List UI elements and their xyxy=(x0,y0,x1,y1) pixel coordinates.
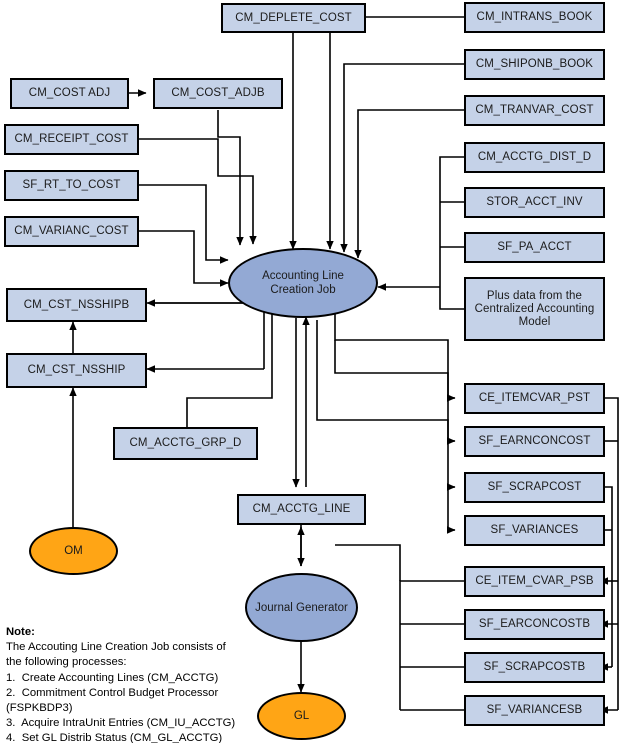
edge-job-out-bus-a xyxy=(334,313,449,398)
node-cm-cost-adj[interactable]: CM_COST ADJ xyxy=(10,78,129,109)
note-line-6: 4. Set GL Distrib Status (CM_GL_ACCTG) xyxy=(6,732,223,743)
note-block: Note: The Accouting Line Creation Job co… xyxy=(6,625,276,743)
node-label: OM xyxy=(64,545,83,557)
node-cm-tranvar-cost[interactable]: CM_TRANVAR_COST xyxy=(464,95,605,126)
node-label: GL xyxy=(293,710,310,722)
node-ce-itemcvar-pst[interactable]: CE_ITEMCVAR_PST xyxy=(464,383,605,414)
edge-job-out-bus-c xyxy=(316,320,449,487)
node-cm-acctg-grp-d[interactable]: CM_ACCTG_GRP_D xyxy=(113,427,258,460)
note-line-2: 1. Create Accounting Lines (CM_ACCTG) xyxy=(6,671,219,684)
node-plus-data-centralized-accounting-model[interactable]: Plus data from the Centralized Accountin… xyxy=(464,277,605,341)
node-label-line1: Accounting Line xyxy=(262,270,344,282)
node-cm-varianc-cost[interactable]: CM_VARIANC_COST xyxy=(4,216,139,247)
edge-return-bus-main xyxy=(605,397,619,710)
edge-bus-plusdata xyxy=(439,287,464,310)
node-sf-scrapcostb[interactable]: SF_SCRAPCOSTB xyxy=(464,652,605,683)
edge-psb-collector xyxy=(399,580,464,710)
node-cm-cst-nsshipb[interactable]: CM_CST_NSSHIPB xyxy=(6,288,147,322)
node-label: CM_ACCTG_LINE xyxy=(252,503,351,515)
node-cm-cost-adjb[interactable]: CM_COST_ADJB xyxy=(153,78,283,109)
node-cm-deplete-cost[interactable]: CM_DEPLETE_COST xyxy=(221,3,366,33)
node-label: CM_COST ADJ xyxy=(28,87,111,99)
edge-acctggrpd-to-job xyxy=(186,296,276,427)
node-label-line2: Centralized Accounting xyxy=(474,302,595,315)
node-sf-pa-acct[interactable]: SF_PA_ACCT xyxy=(464,232,605,263)
node-label: CM_SHIPONB_BOOK xyxy=(475,58,594,70)
edge-shiponbbook-to-job xyxy=(340,63,464,253)
node-label-line1: Plus data from the xyxy=(486,289,583,302)
node-label: CM_ACCTG_DIST_D xyxy=(477,151,592,163)
note-line-1: the following processes: xyxy=(6,656,127,669)
node-label: STOR_ACCT_INV xyxy=(486,196,583,208)
node-label: CM_COST_ADJB xyxy=(171,87,265,99)
node-stor-acct-inv[interactable]: STOR_ACCT_INV xyxy=(464,187,605,218)
note-line-4: (FSPKBDP3) xyxy=(6,702,73,715)
node-label: SF_EARCONCOSTB xyxy=(478,618,591,630)
edge-costadjb-to-job xyxy=(217,110,244,246)
edge-tranvarcost-to-job xyxy=(354,109,464,259)
node-cm-acctg-line[interactable]: CM_ACCTG_LINE xyxy=(237,494,366,525)
node-label: SF_VARIANCES xyxy=(490,524,579,536)
node-label: CM_DEPLETE_COST xyxy=(235,11,352,24)
edge-rttocost-to-job xyxy=(139,184,229,264)
node-cm-shiponb-book[interactable]: CM_SHIPONB_BOOK xyxy=(464,49,605,80)
node-cm-acctg-dist-d[interactable]: CM_ACCTG_DIST_D xyxy=(464,142,605,173)
node-label: SF_SCRAPCOST xyxy=(487,481,582,493)
node-gl[interactable]: GL xyxy=(257,692,346,740)
node-om[interactable]: OM xyxy=(29,527,118,575)
node-label: CM_CST_NSSHIP xyxy=(27,364,126,376)
node-label: CM_CST_NSSHIPB xyxy=(23,298,130,311)
note-line-3: 2. Commitment Control Budget Processor xyxy=(6,686,219,699)
note-line-0: The Accouting Line Creation Job consists… xyxy=(6,641,226,654)
node-cm-receipt-cost[interactable]: CM_RECEIPT_COST xyxy=(4,124,139,155)
node-sf-variances[interactable]: SF_VARIANCES xyxy=(464,515,605,546)
node-sf-variancesb[interactable]: SF_VARIANCESB xyxy=(464,695,605,726)
edge-variance-to-job xyxy=(139,230,229,287)
node-sf-rt-to-cost[interactable]: SF_RT_TO_COST xyxy=(4,170,139,201)
node-label: CM_INTRANS_BOOK xyxy=(476,11,593,23)
note-heading: Note: xyxy=(6,626,35,638)
edge-intransbook-to-job xyxy=(326,16,464,250)
node-label: CE_ITEMCVAR_PST xyxy=(478,392,591,404)
node-label: SF_VARIANCESB xyxy=(486,704,583,716)
node-journal-generator[interactable]: Journal Generator xyxy=(245,573,358,642)
node-label: Journal Generator xyxy=(255,601,348,614)
node-cm-intrans-book[interactable]: CM_INTRANS_BOOK xyxy=(464,2,605,33)
node-label: SF_EARNCONCOST xyxy=(478,435,591,447)
node-label: SF_SCRAPCOSTB xyxy=(483,661,586,673)
node-sf-scrapcost[interactable]: SF_SCRAPCOST xyxy=(464,472,605,503)
note-line-5: 3. Acquire IntraUnit Entries (CM_IU_ACCT… xyxy=(6,717,236,730)
node-label: CE_ITEM_CVAR_PSB xyxy=(475,575,594,587)
node-cm-cst-nsship[interactable]: CM_CST_NSSHIP xyxy=(6,353,147,388)
node-label: SF_RT_TO_COST xyxy=(22,179,121,191)
edge-return-scrap xyxy=(605,486,613,667)
node-label: SF_PA_ACCT xyxy=(497,241,572,253)
edge-job-out-bus-b xyxy=(334,340,449,441)
edge-psb-collector-up xyxy=(335,544,401,581)
node-label-line3: Model xyxy=(518,315,551,328)
node-accounting-line-creation-job[interactable]: Accounting Line Creation Job xyxy=(228,248,378,318)
node-label: CM_ACCTG_GRP_D xyxy=(129,437,242,449)
node-sf-earconcostb[interactable]: SF_EARCONCOSTB xyxy=(464,609,605,640)
node-label: CM_VARIANC_COST xyxy=(14,225,129,237)
node-sf-earnconcost[interactable]: SF_EARNCONCOST xyxy=(464,426,605,457)
node-ce-item-cvar-psb[interactable]: CE_ITEM_CVAR_PSB xyxy=(464,566,605,597)
node-label-line2: Creation Job xyxy=(270,284,336,296)
edge-bus-acctgdistd xyxy=(439,156,464,287)
node-label: CM_RECEIPT_COST xyxy=(14,133,129,145)
edge-receipt-to-job xyxy=(139,138,257,245)
node-label: CM_TRANVAR_COST xyxy=(475,104,594,116)
